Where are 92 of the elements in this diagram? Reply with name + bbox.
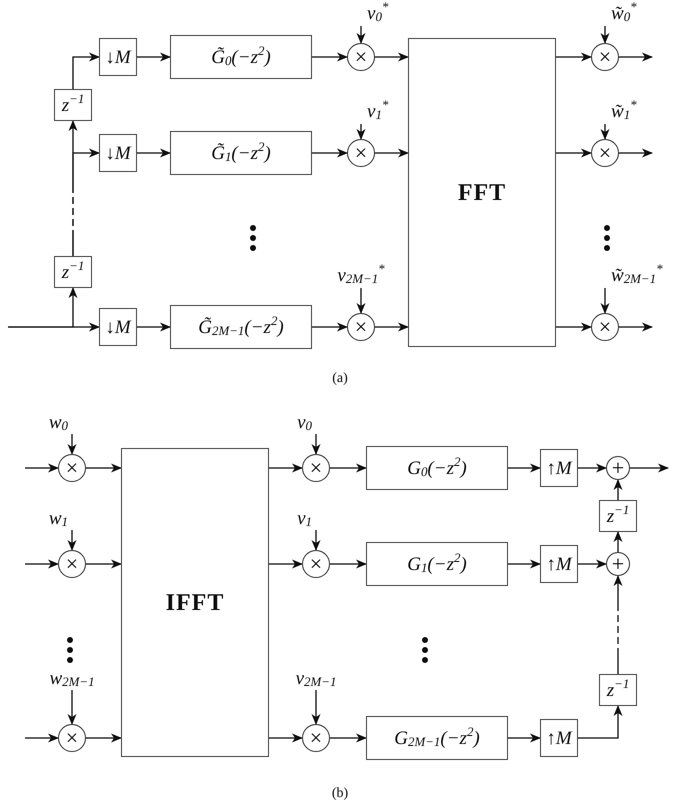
delay-box: z$^{−1}$ — [599, 674, 637, 706]
arrow — [25, 464, 59, 472]
arrow — [508, 560, 541, 568]
adder-circle: + — [606, 552, 630, 576]
arrow — [269, 464, 303, 472]
multiplier-circle: × — [591, 313, 619, 341]
figure-caption: (a) — [332, 371, 348, 387]
filter-box: G$_{1}$(−z$^{2}$) — [366, 542, 508, 586]
filter-box: G$_{0}$(−z$^{2}$) — [366, 446, 508, 490]
arrow — [8, 287, 78, 328]
arrow — [578, 705, 622, 739]
filter-box: G̃$_{2M−1}$(−z$^{2}$) — [170, 305, 312, 349]
multiplier-circle: × — [58, 550, 86, 578]
arrow — [312, 530, 320, 551]
arrow — [619, 322, 653, 332]
arrow — [600, 124, 610, 140]
arrow — [137, 322, 171, 332]
arrow — [330, 464, 367, 472]
arrow — [600, 288, 610, 314]
multiplier-circle: × — [302, 550, 330, 578]
figure-caption: (b) — [332, 786, 348, 802]
delay-box: z$^{−1}$ — [599, 500, 637, 532]
arrow — [312, 322, 348, 332]
arrow — [578, 560, 607, 568]
arrow — [375, 148, 409, 158]
filter-box: G̃$_{0}$(−z$^{2}$) — [170, 35, 312, 79]
arrow — [86, 734, 122, 742]
arrow — [330, 734, 367, 742]
downsampler-box: ↓M — [99, 38, 137, 76]
downsampler-box: ↓M — [99, 134, 137, 172]
arrow — [556, 148, 592, 158]
signal-label: w$_{0}$ — [26, 410, 76, 434]
arrow — [375, 52, 409, 62]
arrow — [269, 560, 303, 568]
arrow — [312, 434, 320, 455]
arrow — [356, 288, 366, 314]
downsampler-box: ↓M — [99, 308, 137, 346]
delay-box: z$^{−1}$ — [54, 89, 92, 121]
signal-label: v$_{0}$ — [272, 410, 320, 434]
arrow — [269, 734, 303, 742]
arrow — [556, 52, 592, 62]
adder-circle: + — [606, 456, 630, 480]
arrow — [68, 434, 76, 455]
arrow — [68, 120, 78, 256]
arrow — [312, 52, 348, 62]
arrow — [25, 560, 59, 568]
multiplier-circle: × — [58, 724, 86, 752]
filter-box: G$_{2M−1}$(−z$^{2}$) — [366, 716, 508, 760]
arrow — [600, 26, 610, 44]
arrow — [356, 124, 366, 140]
ifft-block: IFFT — [121, 448, 269, 757]
arrow — [356, 26, 366, 44]
upsampler-box: ↑M — [540, 545, 578, 583]
arrow — [68, 530, 76, 551]
arrow — [68, 690, 76, 725]
arrow — [619, 52, 653, 62]
arrow — [86, 560, 122, 568]
signal-label: w$_{1}$ — [26, 506, 76, 530]
arrow — [614, 575, 622, 674]
upsampler-box: ↑M — [540, 449, 578, 487]
arrow — [137, 148, 171, 158]
signal-label: v$_{2M−1}$ — [276, 666, 356, 690]
arrow — [312, 148, 348, 158]
multiplier-circle: × — [591, 139, 619, 167]
arrow — [312, 690, 320, 725]
multiplier-circle: × — [591, 43, 619, 71]
multiplier-circle: × — [302, 454, 330, 482]
multiplier-circle: × — [302, 724, 330, 752]
fft-block: FFT — [408, 38, 556, 347]
filter-box: G̃$_{1}$(−z$^{2}$) — [170, 131, 312, 175]
signal-label: w$_{2M−1}$ — [30, 666, 114, 690]
arrow — [375, 322, 409, 332]
arrow — [72, 52, 100, 89]
arrow — [614, 479, 622, 500]
multiplier-circle: × — [347, 313, 375, 341]
multiplier-circle: × — [347, 139, 375, 167]
arrow — [630, 464, 669, 472]
multiplier-circle: × — [58, 454, 86, 482]
arrow — [508, 734, 541, 742]
arrow — [614, 531, 622, 552]
arrow — [137, 52, 171, 62]
multiplier-circle: × — [347, 43, 375, 71]
arrow — [619, 148, 653, 158]
arrow — [86, 464, 122, 472]
arrow — [556, 322, 592, 332]
signal-label: v$_{1}$ — [272, 506, 320, 530]
arrow — [578, 464, 607, 472]
arrow — [330, 560, 367, 568]
arrow — [25, 734, 59, 742]
arrow — [508, 464, 541, 472]
delay-box: z$^{−1}$ — [54, 256, 92, 288]
upsampler-box: ↑M — [540, 719, 578, 757]
